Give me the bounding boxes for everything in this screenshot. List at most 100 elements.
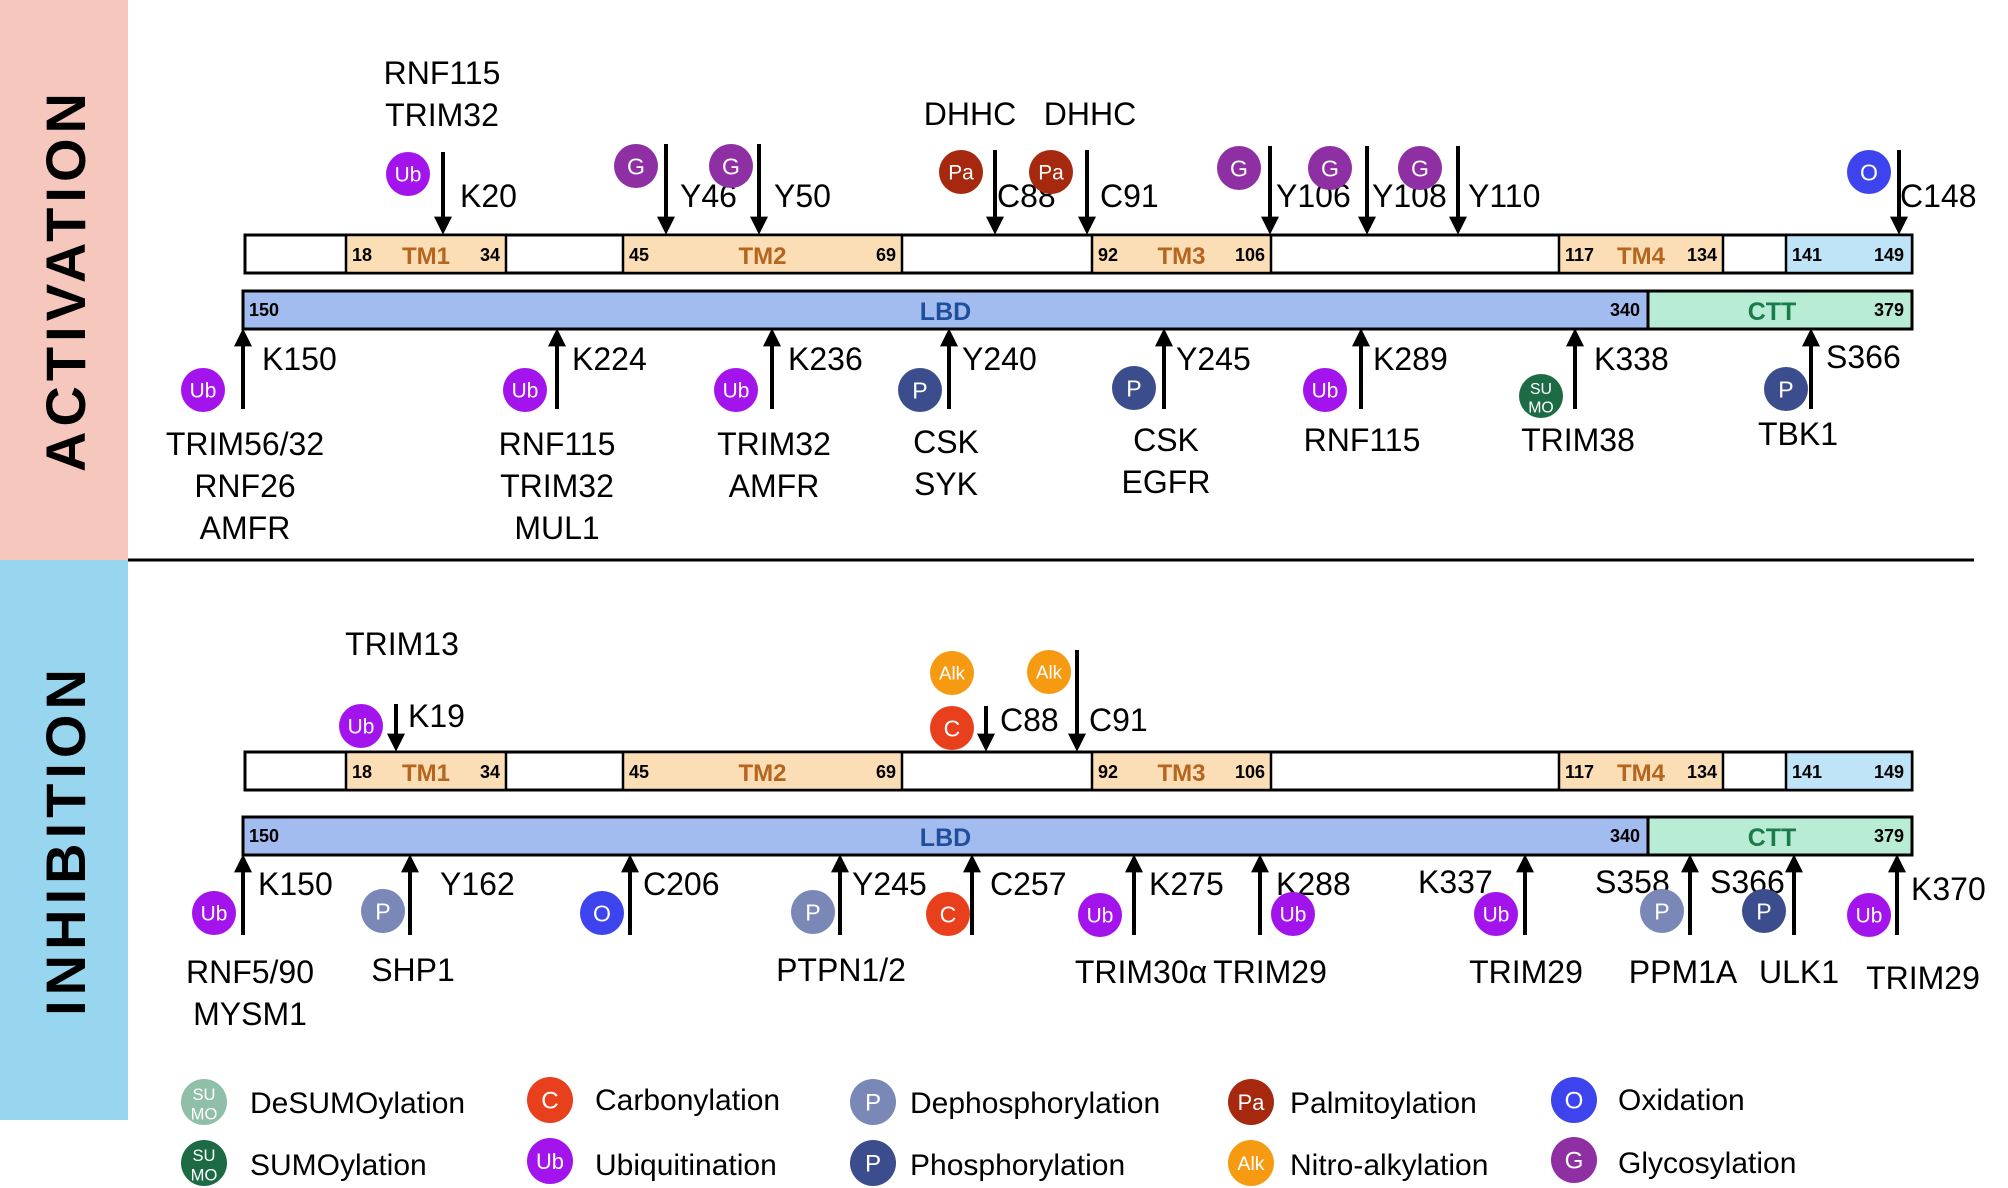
phosphorylation-icon-disc bbox=[1112, 366, 1156, 410]
site-residue: C206 bbox=[643, 866, 720, 902]
mod-badge-text: Alk bbox=[939, 663, 966, 684]
ubiquitination-icon-disc bbox=[339, 704, 383, 748]
ubiquitination-icon: Ub bbox=[1078, 893, 1122, 937]
mod-badge-text: C bbox=[944, 715, 961, 741]
palmitoylation-icon: Pa bbox=[1029, 150, 1073, 194]
site-enzyme: AMFR bbox=[729, 468, 820, 504]
tm-start: 45 bbox=[629, 245, 649, 265]
site-enzyme: MYSM1 bbox=[193, 996, 307, 1032]
carbonylation-icon-disc bbox=[926, 892, 970, 936]
ubiquitination-icon-disc bbox=[1847, 893, 1891, 937]
site-residue: C257 bbox=[990, 866, 1067, 902]
legend-label: SUMOylation bbox=[250, 1149, 427, 1182]
legend-label: Carbonylation bbox=[595, 1084, 780, 1117]
ctt-name: CTT bbox=[1748, 298, 1797, 326]
dephosphorylation-icon: P bbox=[361, 889, 405, 933]
site-enzyme: TRIM30α bbox=[1075, 954, 1207, 990]
ubiquitination-icon: Ub bbox=[1847, 893, 1891, 937]
ubiquitination-icon-disc bbox=[1474, 892, 1518, 936]
tm-start: 92 bbox=[1098, 245, 1118, 265]
sumo-text-top: SU bbox=[1530, 381, 1552, 398]
carbonylation-icon: C bbox=[926, 892, 970, 936]
site-residue: K337 bbox=[1418, 864, 1493, 900]
mod-badge-text: Alk bbox=[1237, 1153, 1264, 1175]
glycosylation-icon: G bbox=[1308, 146, 1352, 190]
mod-badge-text: Ub bbox=[1483, 904, 1510, 927]
tm-end: 134 bbox=[1687, 762, 1717, 782]
tm-start: 117 bbox=[1565, 762, 1594, 782]
mod-badge-text: Ub bbox=[536, 1149, 564, 1174]
phosphorylation-icon: P bbox=[850, 1140, 896, 1186]
site-enzyme: TBK1 bbox=[1758, 416, 1838, 452]
site-enzyme: RNF115 bbox=[1304, 422, 1421, 458]
site-enzyme: RNF115 bbox=[499, 426, 616, 462]
phosphorylation-icon: P bbox=[898, 368, 942, 412]
legend-label: DeSUMOylation bbox=[250, 1087, 465, 1120]
site-residue: Y50 bbox=[774, 178, 831, 214]
site-enzyme: TRIM29 bbox=[1469, 954, 1583, 990]
site-enzyme: TRIM56/32 bbox=[166, 426, 324, 462]
palmitoylation-icon-disc bbox=[1029, 150, 1073, 194]
tm-name: TM2 bbox=[739, 760, 787, 787]
ctt-box bbox=[1646, 815, 1914, 857]
phosphorylation-icon: P bbox=[1112, 366, 1156, 410]
mod-badge-text: G bbox=[1321, 155, 1339, 181]
site-enzyme: TRIM32 bbox=[717, 426, 831, 462]
glycosylation-icon-disc bbox=[709, 144, 753, 188]
glycosylation-icon-disc bbox=[1217, 146, 1261, 190]
site-residue: C91 bbox=[1100, 178, 1159, 214]
site-residue: K289 bbox=[1373, 341, 1448, 377]
mod-badge-text: O bbox=[1860, 159, 1878, 185]
ubiquitination-icon: Ub bbox=[1271, 892, 1315, 936]
tm-end: 69 bbox=[876, 762, 896, 782]
mod-badge-text: P bbox=[805, 899, 820, 925]
legend-label: Glycosylation bbox=[1618, 1147, 1796, 1180]
tm-name: TM1 bbox=[402, 243, 450, 270]
oxidation-icon-disc bbox=[1551, 1077, 1597, 1123]
tm-name: TM3 bbox=[1158, 760, 1206, 787]
site-enzyme: CSK bbox=[1133, 422, 1199, 458]
ctd-start: 141 bbox=[1792, 762, 1822, 782]
mod-badge-text: Ub bbox=[1280, 904, 1307, 927]
oxidation-icon: O bbox=[580, 891, 624, 935]
glycosylation-icon: G bbox=[1551, 1137, 1597, 1183]
ubiquitination-icon: Ub bbox=[192, 891, 236, 935]
ubiquitination-icon: Ub bbox=[714, 368, 758, 412]
nitro-alkylation-icon: Alk bbox=[930, 651, 974, 695]
tm-domain-box bbox=[344, 750, 508, 792]
ubiquitination-icon: Ub bbox=[1303, 368, 1347, 412]
phosphorylation-icon: P bbox=[1742, 889, 1786, 933]
legend-label: Ubiquitination bbox=[595, 1149, 777, 1182]
site-enzyme: SHP1 bbox=[371, 952, 455, 988]
desumoylation-icon-disc bbox=[181, 1079, 227, 1125]
ctd-end: 149 bbox=[1874, 762, 1904, 782]
tm-start: 18 bbox=[352, 762, 372, 782]
mod-badge-text: Ub bbox=[348, 716, 375, 739]
ubiquitination-icon-disc bbox=[527, 1138, 573, 1184]
mod-badge-text: Ub bbox=[723, 380, 750, 403]
site-residue: C91 bbox=[1089, 702, 1148, 738]
ctt-end: 379 bbox=[1874, 300, 1904, 320]
ctt-box bbox=[1646, 289, 1914, 331]
ubiquitination-icon: Ub bbox=[386, 152, 430, 196]
dephosphorylation-icon: P bbox=[791, 890, 835, 934]
mod-badge-text: P bbox=[1756, 898, 1771, 924]
site-residue: Y110 bbox=[1468, 178, 1540, 214]
phosphorylation-icon-disc bbox=[850, 1140, 896, 1186]
